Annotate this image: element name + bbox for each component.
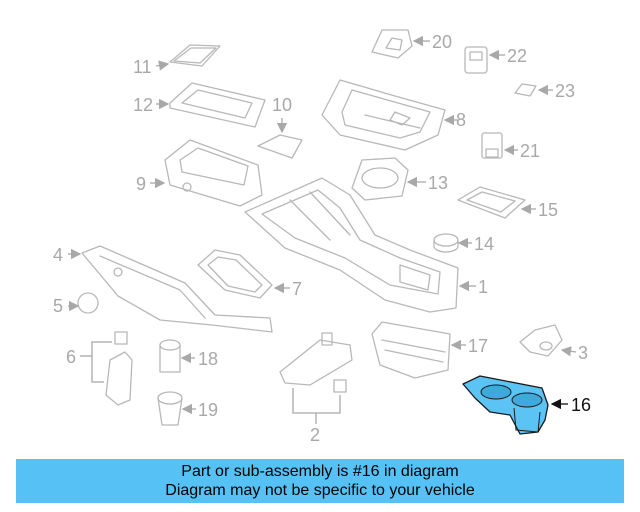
part-10-pad xyxy=(257,118,303,159)
callout-5: 5 xyxy=(53,296,63,316)
info-banner: Part or sub-assembly is #16 in diagram D… xyxy=(16,459,624,503)
callout-4: 4 xyxy=(53,245,63,265)
part-5-button xyxy=(68,292,99,314)
callout-19: 19 xyxy=(198,400,218,420)
part-23-cover xyxy=(514,83,553,97)
part-18-socket xyxy=(159,339,195,373)
part-14-cap xyxy=(433,233,472,253)
part-2-brackets xyxy=(279,332,353,424)
part-6-bracket xyxy=(80,331,133,406)
callout-9: 9 xyxy=(136,174,146,194)
part-3-bracket xyxy=(519,324,577,357)
callout-23: 23 xyxy=(555,81,575,101)
callout-12: 12 xyxy=(133,95,153,115)
callout-22: 22 xyxy=(507,46,527,66)
part-4-side-panel xyxy=(68,245,273,333)
callout-6: 6 xyxy=(66,347,76,367)
parts-diagram: 1 2 3 4 5 6 7 8 9 10 11 12 13 14 15 16 1… xyxy=(53,29,591,445)
callout-16[interactable]: 16 xyxy=(571,395,591,415)
part-19-socket xyxy=(157,391,196,426)
part-16-cup-holder[interactable] xyxy=(462,375,568,435)
banner-line-2: Diagram may not be specific to your vehi… xyxy=(165,482,475,499)
part-15-mat xyxy=(457,186,536,219)
callout-17: 17 xyxy=(468,336,488,356)
callout-1: 1 xyxy=(478,277,488,297)
callout-3: 3 xyxy=(578,343,588,363)
part-11-trim-plate xyxy=(155,44,221,71)
part-20-switch xyxy=(371,29,430,59)
callout-15: 15 xyxy=(538,200,558,220)
part-1-console-body xyxy=(244,177,476,313)
part-21-jack xyxy=(481,132,518,159)
callout-18: 18 xyxy=(198,349,218,369)
callout-14: 14 xyxy=(474,234,494,254)
part-7-liner xyxy=(197,249,290,299)
callout-20: 20 xyxy=(432,32,452,52)
part-22-socket xyxy=(464,46,505,74)
part-8-console-top xyxy=(321,79,458,151)
callout-2: 2 xyxy=(310,425,320,445)
banner-line-1: Part or sub-assembly is #16 in diagram xyxy=(181,463,459,480)
callout-11: 11 xyxy=(133,57,152,77)
part-9-shifter-trim xyxy=(150,139,263,207)
callout-21: 21 xyxy=(520,141,540,161)
part-17-bin xyxy=(371,321,466,379)
part-12-bezel xyxy=(156,82,266,128)
callout-7: 7 xyxy=(292,279,302,299)
callout-13: 13 xyxy=(428,173,448,193)
callout-8: 8 xyxy=(456,110,466,130)
part-13-boot xyxy=(351,157,426,201)
callout-10: 10 xyxy=(272,95,292,115)
